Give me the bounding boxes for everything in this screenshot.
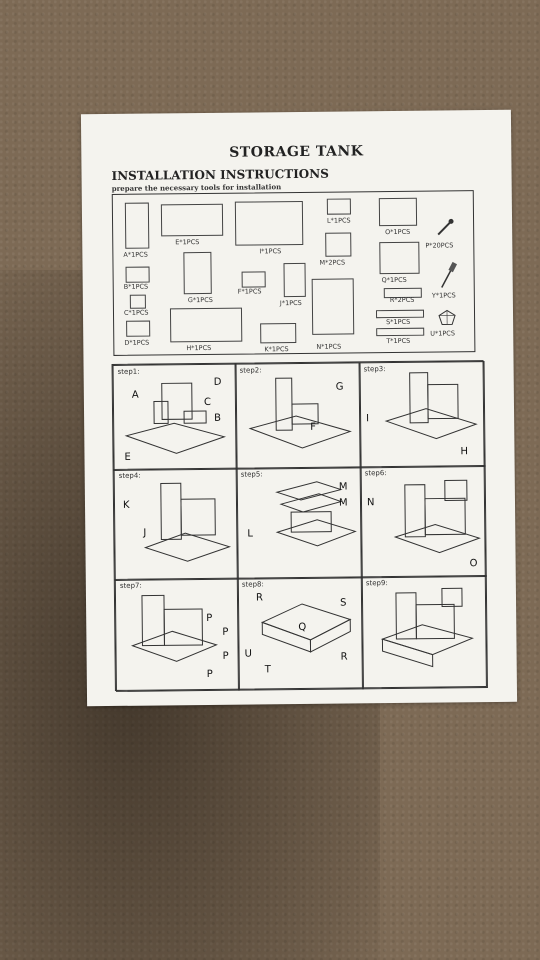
instruction-sheet: STORAGE TANK INSTALLATION INSTRUCTIONS p… bbox=[80, 109, 518, 707]
part-a-shape bbox=[124, 202, 150, 249]
callout-b: B bbox=[214, 412, 222, 424]
step-4-panel: step4: K J bbox=[113, 467, 239, 581]
callout-f: F bbox=[310, 421, 317, 433]
step-7-diagram bbox=[130, 594, 218, 662]
step-9-panel: step9: bbox=[360, 575, 488, 690]
part-label-j: J*1PCS bbox=[279, 298, 302, 308]
part-label-r: R*2PCS bbox=[389, 295, 415, 305]
part-label-p: P*20PCS bbox=[425, 241, 454, 250]
gem-icon bbox=[438, 309, 456, 326]
part-i-shape bbox=[234, 200, 304, 246]
part-label-a: A*1PCS bbox=[123, 250, 148, 259]
part-label-f: F*1PCS bbox=[237, 287, 262, 296]
part-m-shape bbox=[325, 232, 352, 257]
step-1-panel: step1: A D C B E bbox=[112, 363, 238, 471]
step-6-panel: step6: N O bbox=[359, 465, 487, 579]
callout-n: N bbox=[366, 497, 375, 509]
callout-i: I bbox=[366, 413, 370, 425]
step-7-panel: step7: P P P P bbox=[114, 577, 240, 692]
step-3-panel: step3: I H bbox=[358, 361, 486, 469]
step-2-diagram bbox=[248, 377, 352, 449]
part-q-shape bbox=[379, 241, 420, 275]
callout-m-2: M bbox=[338, 497, 348, 509]
step-6-diagram bbox=[393, 479, 481, 554]
part-c-shape bbox=[129, 294, 146, 309]
callout-q: Q bbox=[298, 621, 307, 634]
part-e-shape bbox=[160, 203, 224, 237]
callout-a: A bbox=[131, 389, 139, 401]
part-s-shape bbox=[375, 309, 425, 319]
part-f-shape bbox=[241, 271, 266, 288]
callout-u: U bbox=[244, 648, 252, 660]
part-d-shape bbox=[126, 320, 151, 337]
callout-p-2: P bbox=[222, 626, 229, 638]
step-9-diagram bbox=[380, 587, 474, 668]
tools-note: prepare the necessary tools for installa… bbox=[111, 182, 282, 193]
part-t-shape bbox=[376, 327, 425, 337]
callout-h: H bbox=[460, 446, 469, 458]
callout-m-1: M bbox=[338, 481, 348, 493]
part-label-k: K*1PCS bbox=[264, 345, 289, 354]
part-h-shape bbox=[169, 307, 243, 343]
step-1-diagram bbox=[124, 382, 227, 454]
part-label-i: I*1PCS bbox=[259, 247, 282, 256]
step-5-panel: step5: M M L bbox=[235, 466, 363, 580]
callout-j: J bbox=[143, 527, 147, 539]
part-label-c: C*1PCS bbox=[123, 308, 149, 317]
screw-icon bbox=[437, 218, 454, 236]
callout-d: D bbox=[213, 376, 222, 388]
part-o-shape bbox=[378, 197, 418, 227]
part-label-l: L*1PCS bbox=[326, 216, 351, 225]
callout-p-3: P bbox=[222, 650, 229, 662]
callout-r-2: R bbox=[340, 651, 348, 663]
part-j-shape bbox=[283, 262, 306, 298]
callout-s: S bbox=[339, 597, 347, 609]
callout-g: G bbox=[335, 381, 344, 393]
step-4-diagram bbox=[143, 482, 232, 562]
step-8-panel: step8: R S Q U T R bbox=[236, 576, 364, 691]
part-label-g: G*1PCS bbox=[187, 295, 213, 305]
callout-c: C bbox=[203, 396, 211, 408]
step-2-panel: step2: G F bbox=[234, 362, 362, 470]
part-label-b: B*1PCS bbox=[123, 282, 149, 291]
part-label-h: H*1PCS bbox=[186, 343, 212, 353]
part-b-shape bbox=[125, 266, 150, 283]
part-label-u: U*1PCS bbox=[430, 329, 456, 338]
part-label-s: S*1PCS bbox=[386, 317, 411, 327]
parts-panel: A*1PCS B*1PCS C*1PCS D*1PCS E*1PCS G*1PC… bbox=[111, 190, 476, 356]
part-n-shape bbox=[311, 278, 355, 335]
callout-p-4: P bbox=[206, 668, 213, 680]
part-label-t: T*1PCS bbox=[386, 336, 411, 346]
callout-k: K bbox=[122, 499, 130, 511]
callout-o: O bbox=[469, 558, 478, 570]
step-3-diagram bbox=[384, 372, 478, 440]
step-8-diagram bbox=[260, 603, 352, 653]
part-k-shape bbox=[260, 323, 297, 344]
part-label-n: N*1PCS bbox=[316, 342, 342, 351]
callout-t: T bbox=[264, 664, 271, 676]
step-5-diagram bbox=[275, 481, 357, 547]
part-label-o: O*1PCS bbox=[385, 227, 411, 237]
callout-r-1: R bbox=[255, 592, 263, 604]
part-label-m: M*2PCS bbox=[319, 258, 346, 267]
steps-panel: step1: A D C B E step2: G F step3: bbox=[111, 360, 488, 692]
part-label-q: Q*1PCS bbox=[381, 275, 407, 285]
document-subtitle: INSTALLATION INSTRUCTIONS bbox=[111, 166, 329, 183]
part-label-d: D*1PCS bbox=[124, 338, 150, 347]
callout-l: L bbox=[247, 528, 253, 540]
part-label-y: Y*1PCS bbox=[431, 291, 456, 300]
document-title: STORAGE TANK bbox=[229, 143, 364, 161]
callout-p-1: P bbox=[206, 612, 213, 624]
part-l-shape bbox=[326, 198, 351, 215]
callout-e: E bbox=[124, 451, 131, 463]
part-label-e: E*1PCS bbox=[175, 238, 200, 247]
screwdriver-icon bbox=[441, 261, 458, 288]
part-g-shape bbox=[183, 251, 212, 295]
